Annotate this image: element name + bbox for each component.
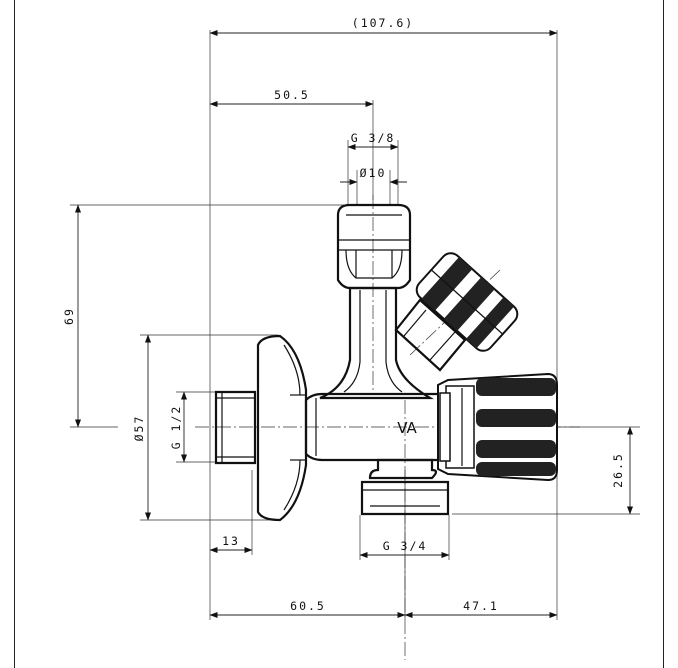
valve-body bbox=[214, 203, 558, 522]
dim-top-diameter: Ø10 bbox=[360, 166, 387, 180]
dim-left-to-axis: 60.5 bbox=[290, 599, 326, 613]
dim-bottom-thread: G 3/4 bbox=[383, 539, 428, 553]
dim-top-thread: G 3/8 bbox=[351, 131, 396, 145]
dim-inlet-length: 13 bbox=[222, 534, 240, 548]
dim-axis-to-right: 47.1 bbox=[463, 599, 499, 613]
dimension-lines bbox=[75, 30, 633, 618]
small-knob bbox=[415, 252, 519, 352]
dimension-texts: (107.6) 50.5 G 3/8 Ø10 69 Ø57 G 1/2 13 G… bbox=[62, 16, 625, 613]
dim-bottom-offset: 26.5 bbox=[611, 452, 625, 488]
drawing-frame bbox=[14, 0, 664, 668]
dim-height: 69 bbox=[62, 307, 76, 325]
dim-inlet-thread: G 1/2 bbox=[169, 405, 183, 450]
dim-flange-diameter: Ø57 bbox=[132, 415, 146, 442]
extension-lines bbox=[70, 30, 640, 620]
main-handwheel bbox=[437, 372, 558, 482]
dim-inlet-to-top-axis: 50.5 bbox=[274, 88, 310, 102]
dim-overall-width: (107.6) bbox=[352, 16, 414, 30]
body-logo: VA bbox=[397, 419, 417, 437]
